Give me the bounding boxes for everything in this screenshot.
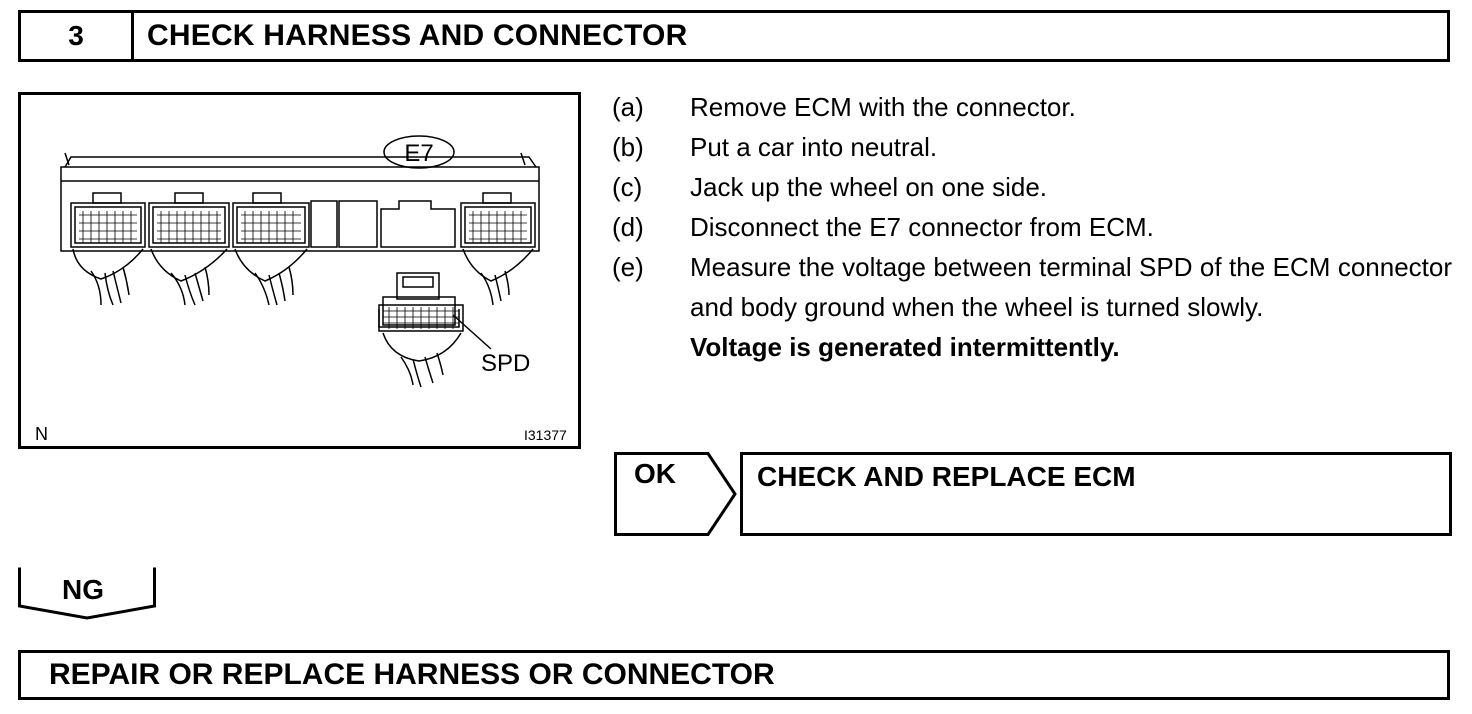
step-number: 3 [21,13,134,59]
step-text: Put a car into neutral. [690,132,938,162]
connector-diagram: E7 SPD N I31377 [18,92,581,449]
ok-label: OK [634,458,676,489]
step-letter: (a) [612,92,644,122]
step-text: Remove ECM with the connector. [690,92,1076,122]
step-header: 3 CHECK HARNESS AND CONNECTOR [18,10,1450,62]
final-action-box: REPAIR OR REPLACE HARNESS OR CONNECTOR [18,650,1450,700]
procedure-steps: (a) Remove ECM with the connector. (b) P… [612,87,1452,367]
specification-row: Voltage is generated intermittently. [612,327,1452,367]
specification: Voltage is generated intermittently. [690,332,1120,362]
step-text: Disconnect the E7 connector from ECM. [690,212,1154,242]
list-item: (b) Put a car into neutral. [612,127,1452,167]
list-item: (c) Jack up the wheel on one side. [612,167,1452,207]
ok-arrow-tag [614,452,737,536]
step-text: Measure the voltage between terminal SPD… [690,252,1452,322]
ecm-connector-illustration: E7 SPD N I31377 [35,135,567,444]
ok-result-box: CHECK AND REPLACE ECM [740,452,1452,536]
ok-result-text: CHECK AND REPLACE ECM [757,461,1136,492]
step-letter: (c) [612,172,643,202]
step-title: CHECK HARNESS AND CONNECTOR [147,19,688,52]
step-text: Jack up the wheel on one side. [690,172,1048,202]
terminal-label: SPD [481,350,530,377]
step-letter: (e) [612,252,644,282]
step-letter: (d) [612,212,644,242]
list-item: (e) Measure the voltage between terminal… [612,247,1452,327]
ng-label: NG [62,574,104,605]
final-action-text: REPAIR OR REPLACE HARNESS OR CONNECTOR [49,658,775,691]
ng-arrow-tag [18,567,156,620]
figure-id: I31377 [524,427,567,443]
corner-mark: N [35,424,48,444]
list-item: (d) Disconnect the E7 connector from ECM… [612,207,1452,247]
list-item: (a) Remove ECM with the connector. [612,87,1452,127]
step-letter: (b) [612,132,644,162]
connector-label: E7 [404,140,433,167]
connector-label-oval [383,135,455,169]
